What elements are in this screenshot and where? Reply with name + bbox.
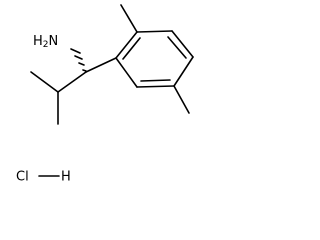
ring-bond-6 <box>115 57 138 88</box>
ring-bond-5 <box>136 85 175 88</box>
ring-double-bond-inner-2 <box>167 36 187 59</box>
hashed-wedge-bond <box>70 48 87 72</box>
ring-double-bond-inner-3 <box>140 79 171 82</box>
chemical-structure-diagram: H2N Cl H <box>16 4 194 185</box>
ring-bond-2 <box>136 30 173 33</box>
ring-bond-3 <box>171 30 194 58</box>
hash-line-2 <box>78 62 85 66</box>
ring-double-bond-inner-1 <box>122 37 141 60</box>
amine-label: H2N <box>33 34 58 50</box>
bond-chiral-isopropyl <box>57 71 87 93</box>
hash-line-3 <box>74 55 83 60</box>
chlorine-label: Cl <box>16 170 29 185</box>
bond-isopropyl-methyl-left <box>30 71 59 93</box>
ring-bond-1 <box>115 31 138 59</box>
hydrogen-label: H <box>61 170 71 185</box>
bond-ring-methyl-bottom <box>173 85 190 114</box>
bond-layer <box>30 4 194 177</box>
bond-ring-methyl-top <box>120 4 138 33</box>
ring-bond-4 <box>173 56 194 87</box>
bond-chiral-ring <box>85 57 117 73</box>
hash-line-4 <box>70 48 81 54</box>
hash-line-1 <box>82 69 87 72</box>
atom-label-layer: H2N Cl H <box>16 34 71 185</box>
